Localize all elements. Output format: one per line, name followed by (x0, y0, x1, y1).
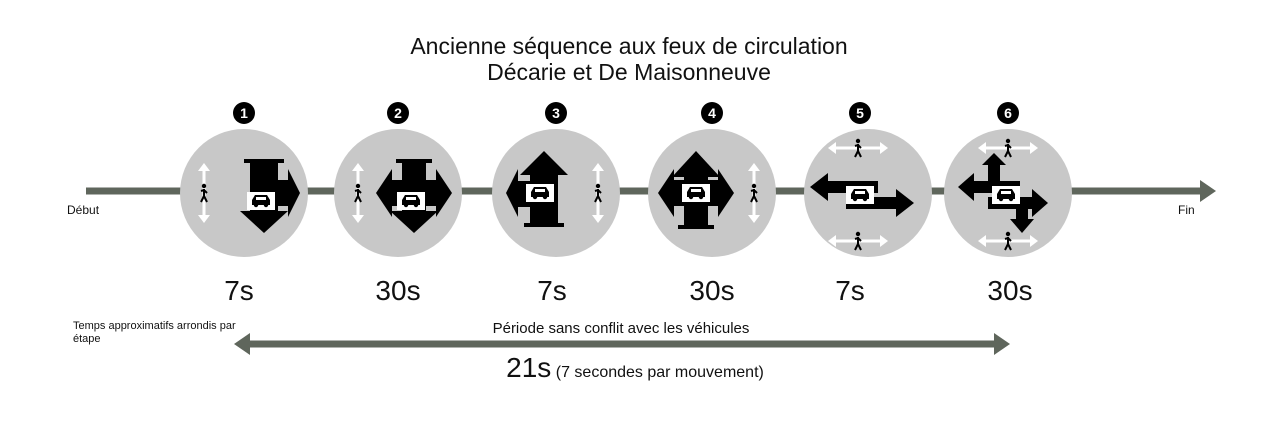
timeline-arrowhead (1200, 180, 1216, 202)
phase-6-diagram (944, 129, 1072, 257)
phase-1-diagram (180, 129, 308, 257)
conflict-free-detail: (7 secondes par mouvement) (555, 364, 764, 381)
vehicle-arrows (240, 159, 300, 233)
phase-6-duration: 30s (987, 275, 1033, 306)
phase-6-badge: 6 (997, 102, 1019, 124)
phase-1-duration: 7s (224, 275, 254, 306)
conflict-free-title: Période sans conflit avec les véhicules (492, 320, 750, 337)
phase-4-diagram (648, 129, 776, 257)
phase-1-badge: 1 (233, 102, 255, 124)
phase-3-badge: 3 (545, 102, 567, 124)
car-icon (992, 186, 1020, 204)
conflict-free-range-arrow (234, 333, 1010, 355)
conflict-free-summary: 21s (7 secondes par mouvement) (300, 352, 970, 384)
phase-3-diagram (492, 129, 620, 257)
car-icon (682, 184, 710, 202)
phase-5-diagram (804, 129, 932, 257)
phase-2-duration: 30s (375, 275, 421, 306)
phase-5-duration: 7s (835, 275, 865, 306)
car-icon (846, 186, 874, 204)
phase-3-duration: 7s (537, 275, 567, 306)
car-icon (397, 192, 425, 210)
diagram-title-line-1: Ancienne séquence aux feux de circulatio… (410, 33, 848, 59)
timeline-end-label: Fin (1178, 203, 1195, 217)
phase-5-badge: 5 (849, 102, 871, 124)
phase-4-badge: 4 (701, 102, 723, 124)
phase-4-duration: 30s (689, 275, 735, 306)
timeline-start-label: Début (67, 203, 100, 217)
diagram-title-line-2: Décarie et De Maisonneuve (487, 59, 771, 85)
car-icon (526, 184, 554, 202)
conflict-free-value: 21s (506, 352, 552, 383)
phase-2-badge: 2 (387, 102, 409, 124)
approximate-times-note: Temps approximatifs arrondis par étape (73, 320, 236, 345)
car-icon (247, 192, 275, 210)
phase-2-diagram (334, 129, 462, 257)
